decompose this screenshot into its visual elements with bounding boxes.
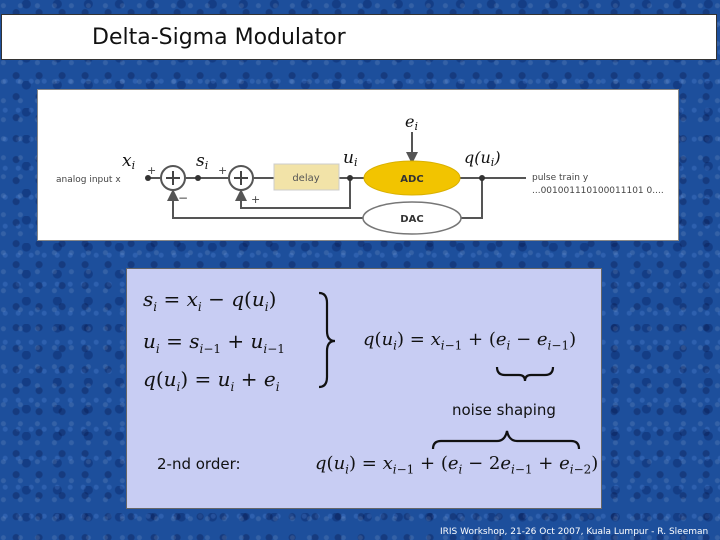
dac-block bbox=[362, 201, 462, 235]
wire-to-dac bbox=[461, 178, 483, 219]
adc-block bbox=[363, 160, 461, 196]
node-output bbox=[479, 175, 485, 181]
pulse-train-label: pulse train y bbox=[532, 173, 589, 183]
equations-panel: si = xi − q(ui) ui = si−1 + ui−1 q(ui) =… bbox=[126, 268, 602, 509]
block-diagram-svg: delay ADC DAC + − + + analog input x pul… bbox=[56, 112, 664, 235]
label-qui: q(ui) bbox=[464, 148, 501, 169]
label-si: si bbox=[196, 151, 208, 172]
analog-input-label: analog input x bbox=[56, 175, 121, 185]
noise-shaping-underbrace bbox=[495, 366, 555, 382]
equation-second-order: q(ui) = xi−1 + (ei − 2ei−1 + ei−2) bbox=[315, 453, 599, 477]
slide-title: Delta-Sigma Modulator bbox=[92, 25, 346, 50]
equation-qui: q(ui) = ui + ei bbox=[143, 367, 280, 394]
delay-block bbox=[273, 163, 340, 191]
node-ui bbox=[347, 175, 353, 181]
dac-label: DAC bbox=[400, 214, 423, 225]
summer-1 bbox=[160, 165, 186, 191]
block-diagram: delay ADC DAC + − + + analog input x pul… bbox=[37, 89, 679, 241]
second-order-overbrace bbox=[431, 430, 581, 450]
plus-sign-2: + bbox=[218, 164, 227, 177]
wire-delay-feedback bbox=[235, 178, 351, 209]
pulse-sequence: ...001001110100011101 0.... bbox=[532, 186, 664, 196]
equation-braces-svg bbox=[318, 291, 581, 450]
summer-2 bbox=[228, 165, 254, 191]
adc-label: ADC bbox=[400, 174, 423, 185]
label-ei: ei bbox=[405, 112, 418, 133]
node-input bbox=[145, 175, 151, 181]
equation-ui: ui = si−1 + ui−1 bbox=[143, 329, 285, 356]
label-ui: ui bbox=[343, 148, 357, 169]
group-brace bbox=[318, 291, 336, 389]
minus-sign-1: − bbox=[178, 191, 188, 205]
noise-shaping-label: noise shaping bbox=[452, 401, 556, 419]
footer-credit: IRIS Workshop, 21-26 Oct 2007, Kuala Lum… bbox=[440, 527, 709, 537]
second-order-label: 2-nd order: bbox=[157, 455, 241, 473]
wire-dac-feedback bbox=[167, 189, 363, 219]
node-si bbox=[195, 175, 201, 181]
title-bar: Delta-Sigma Modulator bbox=[1, 14, 717, 60]
delay-label: delay bbox=[292, 173, 319, 184]
plus-sign-3: + bbox=[251, 193, 260, 206]
label-xi: xi bbox=[122, 151, 135, 172]
equation-first-order: q(ui) = xi−1 + (ei − ei−1) bbox=[363, 329, 577, 353]
plus-sign-1: + bbox=[147, 164, 156, 177]
equation-si: si = xi − q(ui) bbox=[143, 287, 277, 314]
